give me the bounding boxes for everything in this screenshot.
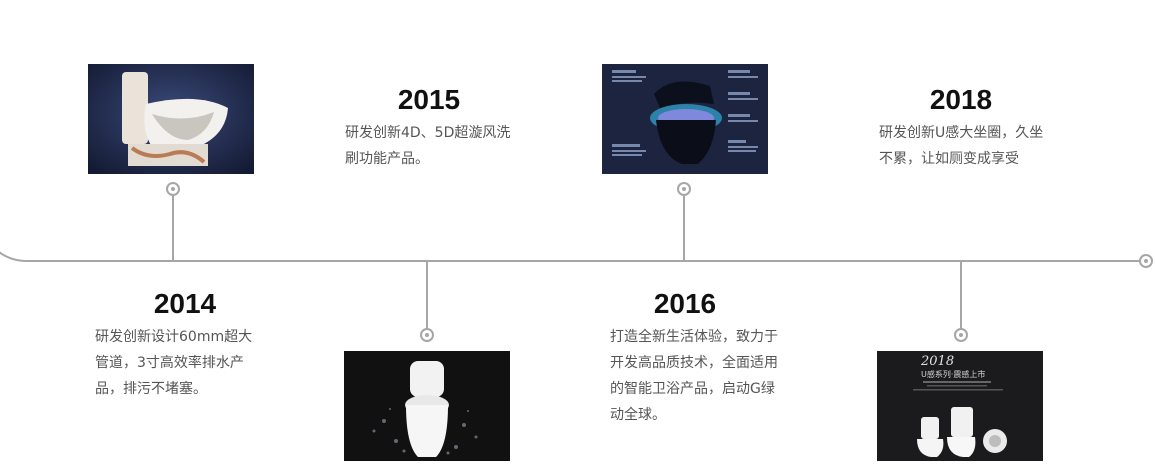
desc-2016: 打造全新生活体验，致力于开发高品质技术，全面适用的智能卫浴产品，启动G绿动全球。 <box>610 329 778 423</box>
year-2015: 2015 <box>397 84 461 115</box>
connector-2018 <box>960 261 962 329</box>
desc-2014: 研发创新设计60mm超大管道，3寸高效率排水产品，排污不堵塞。 <box>95 329 253 397</box>
connector-2015 <box>426 261 428 329</box>
timeline-node-icon[interactable] <box>420 328 434 342</box>
timeline-node-icon[interactable] <box>677 182 691 196</box>
desc-2018: 研发创新U感大坐圈，久坐不累，让如厕变成享受 <box>879 125 1044 167</box>
timeline-axis <box>48 260 1140 262</box>
year-2014: 2014 <box>153 288 217 319</box>
year-2016: 2016 <box>653 288 717 319</box>
photo-toilet-splash <box>344 351 510 461</box>
timeline-node-icon[interactable] <box>954 328 968 342</box>
timeline-end-icon <box>1139 254 1153 268</box>
year-2018: 2018 <box>929 84 993 115</box>
photo-u-series-promo: 2018 U感系列·震感上市 <box>877 351 1043 461</box>
timeline-curve <box>0 0 50 262</box>
promo-line: U感系列·震感上市 <box>921 369 985 379</box>
desc-2015: 研发创新4D、5D超漩风洗刷功能产品。 <box>345 125 511 167</box>
photo-smart-toilet <box>602 64 768 174</box>
photo-toilet-cutaway <box>88 64 254 174</box>
connector-2016 <box>683 195 685 261</box>
promo-year: 2018 <box>920 354 954 369</box>
timeline-node-icon[interactable] <box>166 182 180 196</box>
connector-2014 <box>172 195 174 261</box>
